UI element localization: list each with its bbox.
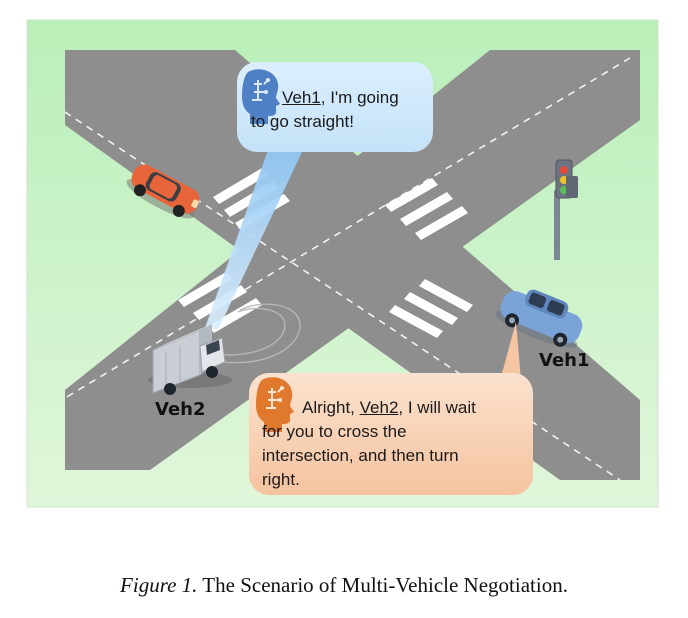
caption-text: The Scenario of Multi-Vehicle Negotiatio…: [202, 573, 568, 597]
figure-label: Figure 1.: [120, 573, 198, 597]
ai-brain-head-icon-top: [242, 69, 280, 124]
veh2-truck-icon: [148, 324, 232, 395]
figure-caption: Figure 1. The Scenario of Multi-Vehicle …: [0, 573, 688, 598]
ai-brain-head-icon-bottom: [256, 377, 294, 432]
veh1-car-icon: [495, 289, 583, 348]
bubble-bottom-line3: intersection, and then turn: [262, 446, 459, 465]
bubble-bottom-line1-post: , I will wait: [398, 398, 476, 417]
bubble-bottom-line2: for you to cross the: [262, 422, 407, 441]
turn-path: [199, 303, 301, 364]
veh1-label: Veh1: [539, 350, 590, 371]
bubble-bottom-speaker: Veh2: [359, 398, 399, 417]
traffic-light-icon: [554, 159, 578, 260]
center-line-b: [64, 57, 631, 399]
bubble-top-speaker: Veh1: [282, 88, 321, 107]
bubble-top-line2: to go straight!: [251, 112, 355, 131]
veh2-label: Veh2: [155, 399, 206, 420]
speech-bubble-bottom: [249, 373, 533, 495]
bubble-top-line1-rest: , I'm going: [320, 88, 399, 107]
bubble-bottom-line4: right.: [262, 470, 300, 489]
orange-car-icon: [126, 164, 200, 219]
speech-beam-top: [205, 150, 303, 330]
bubble-bottom-line1: Alright, Veh2, I will wait: [302, 396, 476, 420]
bubble-top-line1: Veh1, I'm going: [282, 86, 399, 110]
bubble-bottom-line1-pre: Alright,: [302, 398, 360, 417]
speech-bubble-top: [237, 62, 433, 152]
